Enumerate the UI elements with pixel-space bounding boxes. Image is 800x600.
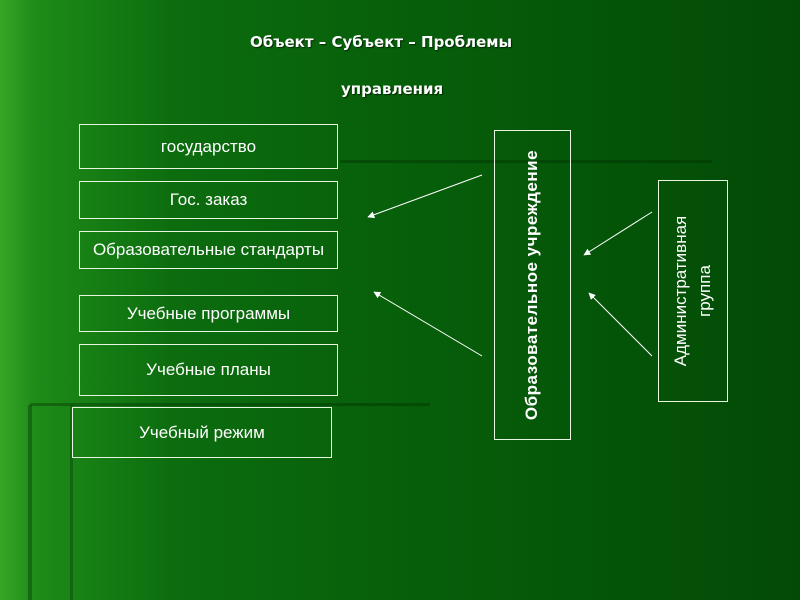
arrow-institution-to-programs [373, 291, 483, 357]
arrow-admin-to-institution-lower [588, 292, 653, 357]
box-curricula-programs: Учебные программы [79, 295, 338, 332]
decorative-line [28, 405, 32, 600]
box-administrative-group [658, 180, 728, 402]
decorative-line [340, 160, 712, 163]
box-state-order: Гос. заказ [79, 181, 338, 219]
decorative-line [30, 403, 430, 406]
box-educational-institution [494, 130, 571, 440]
box-study-plans: Учебные планы [79, 344, 338, 396]
arrow-institution-to-state-order [367, 174, 483, 219]
box-state: государство [79, 124, 338, 169]
background-glow [0, 0, 30, 600]
box-educational-standards: Образовательные стандарты [79, 231, 338, 269]
box-study-schedule: Учебный режим [72, 407, 332, 458]
arrow-admin-to-institution-upper [583, 211, 653, 256]
slide-title-line-2: управления [341, 80, 444, 98]
decorative-line [70, 405, 73, 600]
slide-title: Объект – Субъект – Проблемы [250, 33, 513, 51]
